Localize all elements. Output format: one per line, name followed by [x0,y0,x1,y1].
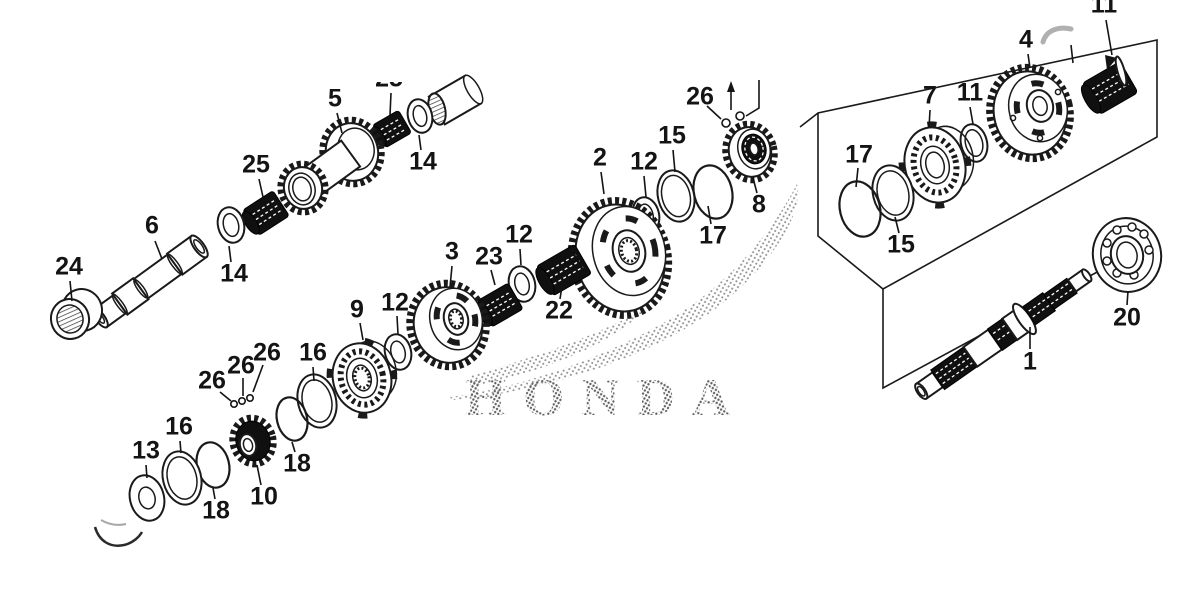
up-arrowhead [727,81,735,92]
fastener-circle [735,111,745,121]
leader-line-18 [212,487,216,500]
leader-line-14 [228,245,232,263]
part-7-synchro-hub [898,121,975,209]
washer-arrowhead [1105,55,1117,70]
part-3-gear [406,279,490,371]
part-13-washer [128,474,166,522]
leader-line-11 [1105,19,1113,56]
part-14-washer-left [216,206,246,244]
pen-swoosh-mark [93,519,144,547]
part-5-gear [277,116,385,216]
part-25-bushing [241,191,289,235]
part-18-snap-ring-right [275,396,309,442]
gray-swoosh-mark [1040,25,1074,45]
leader-line-25 [389,92,392,116]
leader-line-16 [179,440,182,454]
leader-line-25 [258,178,264,198]
honda-wing-watermark [450,184,798,400]
part-10-gear [229,414,277,468]
leader-line-22 [559,285,563,300]
leader-line-12 [643,175,647,198]
leader-line-16 [312,366,315,382]
leader-line-26 [706,105,722,120]
bracket-line [745,80,760,117]
part-15-ring-mid [656,169,696,223]
part-9-hub [326,337,398,419]
part-11-washer [959,123,989,163]
part-8-gear [722,120,778,184]
leader-line-12 [519,248,522,266]
leader-line-6 [154,240,163,260]
leader-line-26 [252,364,264,393]
leader-line-14 [418,134,422,151]
leader-line-7 [928,109,931,129]
part-16-ring-left [161,450,203,506]
leader-line-5 [336,112,343,134]
leader-line-11 [969,106,974,125]
leader-line-12 [396,315,399,335]
fastener-circle [246,393,255,402]
part-22-bushing [535,244,591,296]
part-14-washer-top [406,98,434,134]
clipped-leader-line [1070,44,1074,64]
part-thin-washer-edge [1114,55,1128,87]
leader-line-3 [449,265,453,288]
leader-line-24 [69,280,73,302]
part-20-ball-bearing [1091,217,1163,293]
part-1-output-shaft [914,268,1093,401]
leader-line-2 [600,171,605,195]
part-12-washer-c [383,333,413,371]
fastener-circle [238,396,247,405]
honda-text-watermark: HONDA [465,369,747,427]
leader-line-10 [256,464,262,486]
fastener-circle [230,399,239,408]
fastener-circle [721,118,731,128]
leader-line-17 [855,167,859,188]
leader-line-13 [145,464,148,479]
part-4-gear [986,63,1074,163]
leader-line-17 [707,205,712,225]
leader-line-9 [359,322,364,341]
leader-line-23 [490,269,496,286]
leader-line-26 [219,391,232,402]
leader-line-20 [1126,290,1129,306]
part-17-snap-ring-right [838,180,882,238]
leader-line-18 [291,441,296,453]
leader-line-15 [672,149,676,173]
leader-line-4 [1027,53,1031,69]
leader-line-15 [894,216,900,234]
leader-line-8 [752,177,758,194]
